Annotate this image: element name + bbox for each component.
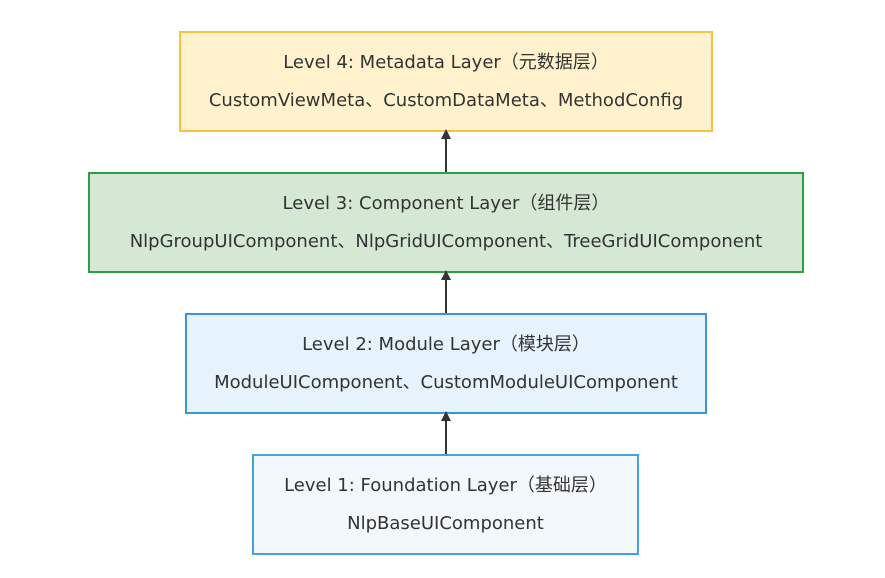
layer-title: Level 2: Module Layer（模块层） xyxy=(302,333,590,355)
layer-box-level-3: Level 3: Component Layer（组件层） NlpGroupUI… xyxy=(88,172,804,273)
layer-box-level-2: Level 2: Module Layer（模块层） ModuleUICompo… xyxy=(185,313,707,414)
layer-items: NlpBaseUIComponent xyxy=(347,512,544,534)
layer-items: NlpGroupUIComponent、NlpGridUIComponent、T… xyxy=(129,230,763,252)
layer-box-level-1: Level 1: Foundation Layer（基础层） NlpBaseUI… xyxy=(252,454,639,555)
layer-box-level-4: Level 4: Metadata Layer（元数据层） CustomView… xyxy=(179,31,713,132)
layer-title: Level 1: Foundation Layer（基础层） xyxy=(284,474,607,496)
layer-items: CustomViewMeta、CustomDataMeta、MethodConf… xyxy=(208,89,684,111)
layer-title: Level 3: Component Layer（组件层） xyxy=(282,192,610,214)
layer-title: Level 4: Metadata Layer（元数据层） xyxy=(283,51,609,73)
layer-items: ModuleUIComponent、CustomModuleUIComponen… xyxy=(214,371,678,393)
